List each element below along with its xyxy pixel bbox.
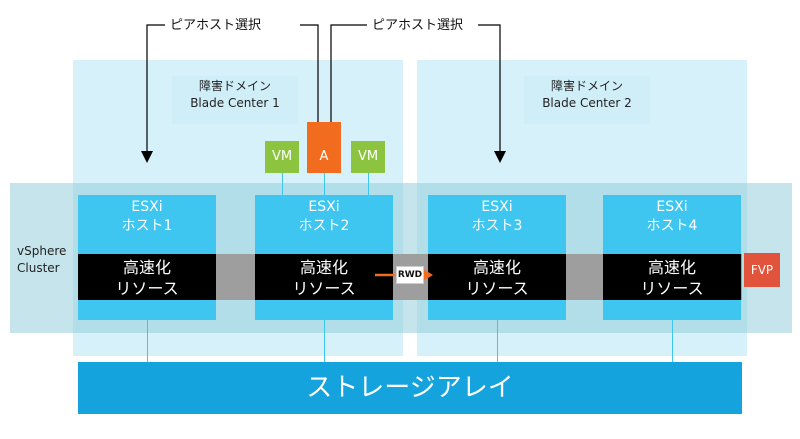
host-4-line1: ESXi — [656, 199, 688, 215]
host-3-line2: ホスト3 — [471, 218, 523, 234]
esxi-host-1: ESXi ホスト1 高速化 リソース — [78, 195, 216, 320]
rwd-label: RWD — [396, 266, 424, 284]
host-2-line2: ホスト2 — [298, 218, 350, 234]
host-2-accel: 高速化 リソース — [255, 254, 393, 300]
host-1-line1: ESXi — [131, 199, 163, 215]
host-2-accel-line2: リソース — [292, 279, 356, 298]
host-2-title: ESXi ホスト2 — [255, 195, 393, 236]
host-4-line2: ホスト4 — [646, 218, 698, 234]
esxi-host-2: ESXi ホスト2 高速化 リソース — [255, 195, 393, 320]
fault-domain-2-subtitle: Blade Center 2 — [542, 96, 632, 110]
callout-2-vm-line — [330, 24, 367, 122]
host-2-line1: ESXi — [308, 199, 340, 215]
fault-domain-1-title: 障害ドメイン — [198, 79, 271, 93]
vm-box-2: VM — [351, 141, 385, 173]
host-3-storage-link — [497, 320, 498, 362]
callout-1-vm-line — [300, 24, 319, 122]
storage-array: ストレージアレイ — [78, 362, 742, 414]
host-4-accel-line2: リソース — [640, 279, 704, 298]
peer-host-callout-2: ピアホスト選択 — [372, 18, 464, 33]
host-1-storage-link — [147, 320, 148, 362]
host-4-storage-link — [672, 320, 673, 362]
host-3-accel: 高速化 リソース — [428, 254, 566, 300]
fault-domain-1-subtitle: Blade Center 1 — [190, 96, 280, 110]
host-2-storage-link — [324, 320, 325, 362]
host-2-accel-line1: 高速化 — [299, 258, 348, 277]
host-1-accel: 高速化 リソース — [78, 254, 216, 300]
peer-host-callout-1: ピアホスト選択 — [170, 18, 262, 33]
host-3-accel-line1: 高速化 — [472, 258, 521, 277]
host-4-accel-line1: 高速化 — [647, 258, 696, 277]
vsphere-cluster-line1: vSphere — [17, 244, 67, 258]
fvp-badge: FVP — [744, 253, 780, 287]
host-4-title: ESXi ホスト4 — [603, 195, 741, 236]
vsphere-cluster-line2: Cluster — [17, 261, 60, 275]
callout-1-arrow-line — [141, 24, 165, 163]
host-1-line2: ホスト1 — [121, 218, 173, 234]
vm-box-1: VM — [265, 141, 299, 173]
host-3-line1: ESXi — [481, 199, 513, 215]
vsphere-cluster-label: vSphere Cluster — [17, 243, 66, 277]
vm-box-a: A — [307, 122, 341, 173]
fault-domain-1-label: 障害ドメイン Blade Center 1 — [172, 76, 298, 124]
host-1-title: ESXi ホスト1 — [78, 195, 216, 236]
fault-domain-2-label: 障害ドメイン Blade Center 2 — [524, 76, 650, 124]
host-1-accel-line2: リソース — [115, 279, 179, 298]
host-4-accel: 高速化 リソース — [603, 254, 741, 300]
host-3-title: ESXi ホスト3 — [428, 195, 566, 236]
esxi-host-3: ESXi ホスト3 高速化 リソース — [428, 195, 566, 320]
vm-a-connector — [324, 173, 325, 195]
vm-1-connector — [282, 173, 283, 195]
host-1-accel-line1: 高速化 — [122, 258, 171, 277]
callout-2-arrow-line — [478, 24, 506, 163]
host-3-accel-line2: リソース — [465, 279, 529, 298]
fault-domain-2-title: 障害ドメイン — [550, 79, 623, 93]
esxi-host-4: ESXi ホスト4 高速化 リソース — [603, 195, 741, 320]
vm-2-connector — [368, 173, 369, 195]
